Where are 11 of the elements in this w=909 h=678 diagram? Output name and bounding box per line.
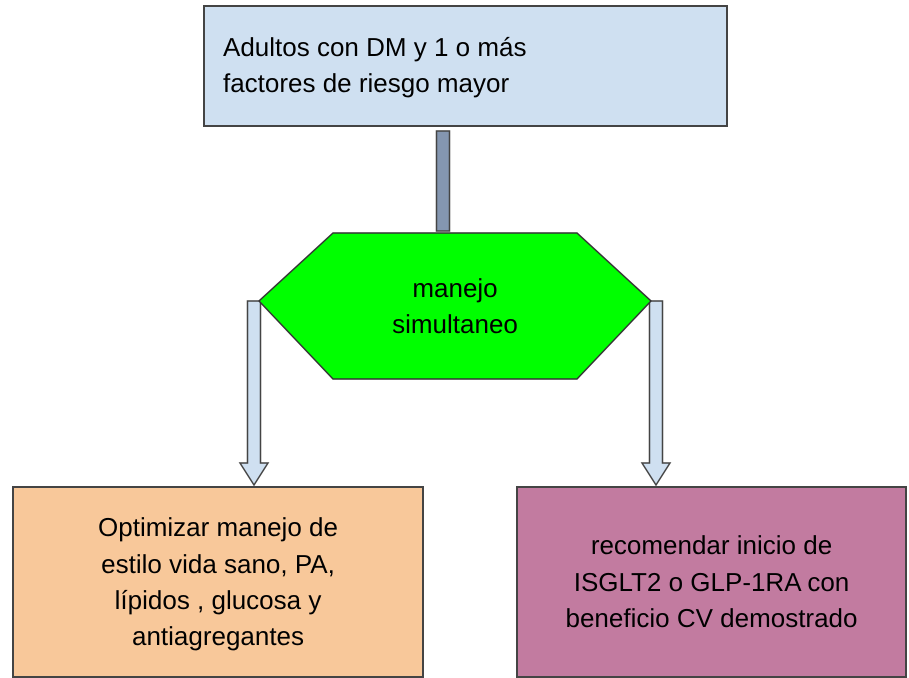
- block-arrow: [640, 300, 672, 486]
- process-box: [203, 5, 728, 127]
- hexagon-node: [258, 232, 652, 380]
- node-text: Optimizar manejo de estilo vida sano, PA, lípidos , glucosa y antiagregantes: [97, 511, 339, 654]
- node-text: Adultos con DM y 1 o más factores de riesgo mayor: [223, 31, 528, 100]
- node-text: recomendar inicio de ISGLT2 o GLP-1RA con beneficio CV demostrado: [564, 529, 858, 636]
- process-box: [12, 486, 424, 678]
- process-box: [516, 486, 907, 678]
- node-text: manejo simultaneo: [391, 272, 519, 341]
- block-arrow: [436, 130, 450, 232]
- block-arrow: [238, 300, 270, 486]
